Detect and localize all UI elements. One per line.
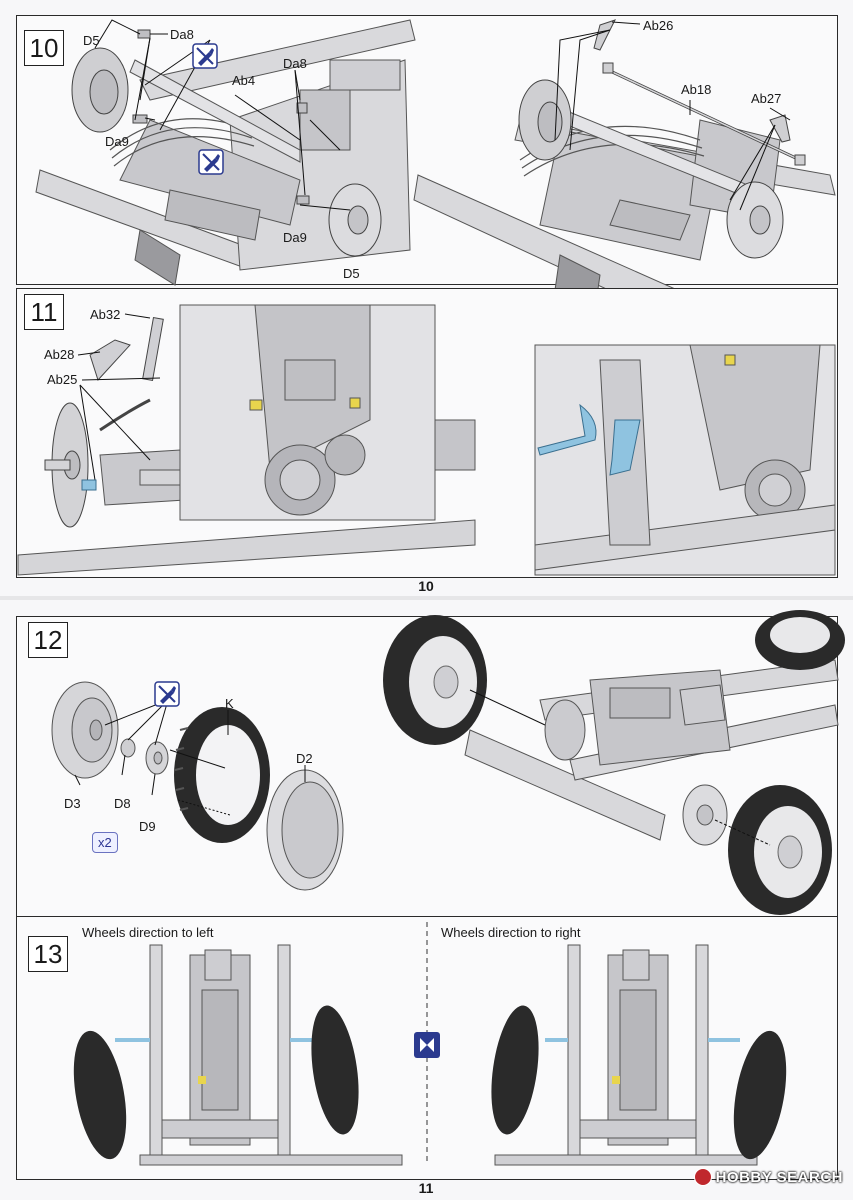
step-13-illustration (73, 922, 787, 1166)
part-label-ab32: Ab32 (90, 307, 121, 322)
do-not-glue-movable-icon (414, 1032, 440, 1058)
chassis-left-view (35, 19, 416, 286)
part-label-ab4: Ab4 (232, 73, 256, 88)
part-label-da8: Da8 (283, 56, 307, 71)
steering-linkage-blue (537, 403, 641, 476)
step-11-number: 11 (24, 294, 64, 330)
watermark: HOBBY SEARCH (693, 1168, 843, 1186)
step-10-illustration (35, 19, 836, 331)
step-10-number: 10 (24, 30, 64, 66)
part-label-ab28: Ab28 (44, 347, 75, 362)
engine-closeup-left (179, 304, 476, 521)
chassis-with-wheels (464, 659, 839, 846)
nut-d8 (120, 738, 136, 758)
brake-drum-right (328, 183, 382, 257)
brake-drum-left (71, 47, 129, 133)
quantity-badge: x2 (92, 832, 118, 853)
cement-glue-icon (154, 681, 180, 707)
instruction-page-11: 12 (0, 600, 853, 1200)
caption-wheels-right: Wheels direction to right (441, 925, 581, 940)
watermark-text: HOBBY SEARCH (715, 1168, 843, 1186)
part-label-d2: D2 (296, 751, 313, 766)
part-label-d5: D5 (83, 33, 100, 48)
step-12-illustration (51, 610, 845, 915)
part-label-d3: D3 (64, 796, 81, 811)
hub-cap-d9 (145, 741, 169, 775)
page-number: 10 (418, 578, 434, 594)
part-label-da9: Da9 (105, 134, 129, 149)
tire-left-a (73, 1030, 127, 1160)
instruction-page-10: 10 (0, 0, 853, 596)
chassis-wheels-right (494, 944, 758, 1166)
watermark-logo-icon (693, 1168, 712, 1186)
wheel-hub-d3 (51, 681, 119, 779)
part-label-ab25: Ab25 (47, 372, 78, 387)
part-label-ab26: Ab26 (643, 18, 674, 33)
chassis-wheels-left (139, 944, 403, 1166)
part-label-k: K (225, 696, 234, 711)
part-label-d8: D8 (114, 796, 131, 811)
cement-glue-icon (192, 43, 218, 69)
tire-left-b (311, 1005, 359, 1135)
step-13-number: 13 (28, 936, 68, 972)
part-label-d5: D5 (343, 266, 360, 281)
tire-right-b (733, 1030, 787, 1160)
tire-front (383, 615, 487, 745)
part-label-ab18: Ab18 (681, 82, 712, 97)
caption-wheels-left: Wheels direction to left (82, 925, 214, 940)
rim-d2 (266, 769, 344, 891)
engine-closeup-right (534, 344, 836, 576)
part-label-d9: D9 (139, 819, 156, 834)
tire-k (174, 707, 270, 843)
part-label-ab27: Ab27 (751, 91, 782, 106)
step-11-illustration (17, 304, 836, 576)
tire-rear (728, 785, 832, 915)
part-label-da8: Da8 (170, 27, 194, 42)
tire-right-a (491, 1005, 539, 1135)
part-label-da9: Da9 (283, 230, 307, 245)
cement-glue-icon (198, 149, 224, 175)
page-number: 11 (418, 1180, 434, 1196)
step-12-number: 12 (28, 622, 68, 658)
